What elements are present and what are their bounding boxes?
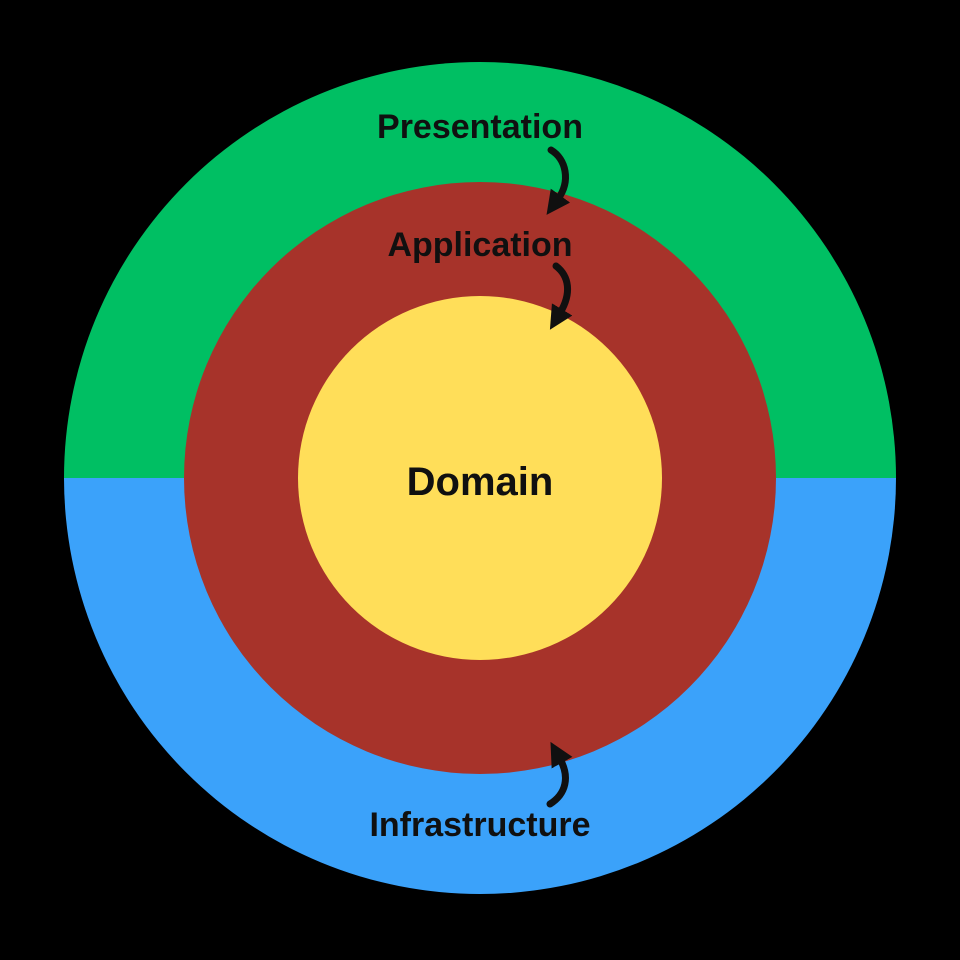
application-label: Application bbox=[387, 226, 573, 264]
infrastructure-label: Infrastructure bbox=[369, 806, 591, 844]
domain-label: Domain bbox=[406, 460, 554, 504]
presentation-label: Presentation bbox=[377, 108, 583, 146]
domain-circle bbox=[298, 296, 662, 660]
